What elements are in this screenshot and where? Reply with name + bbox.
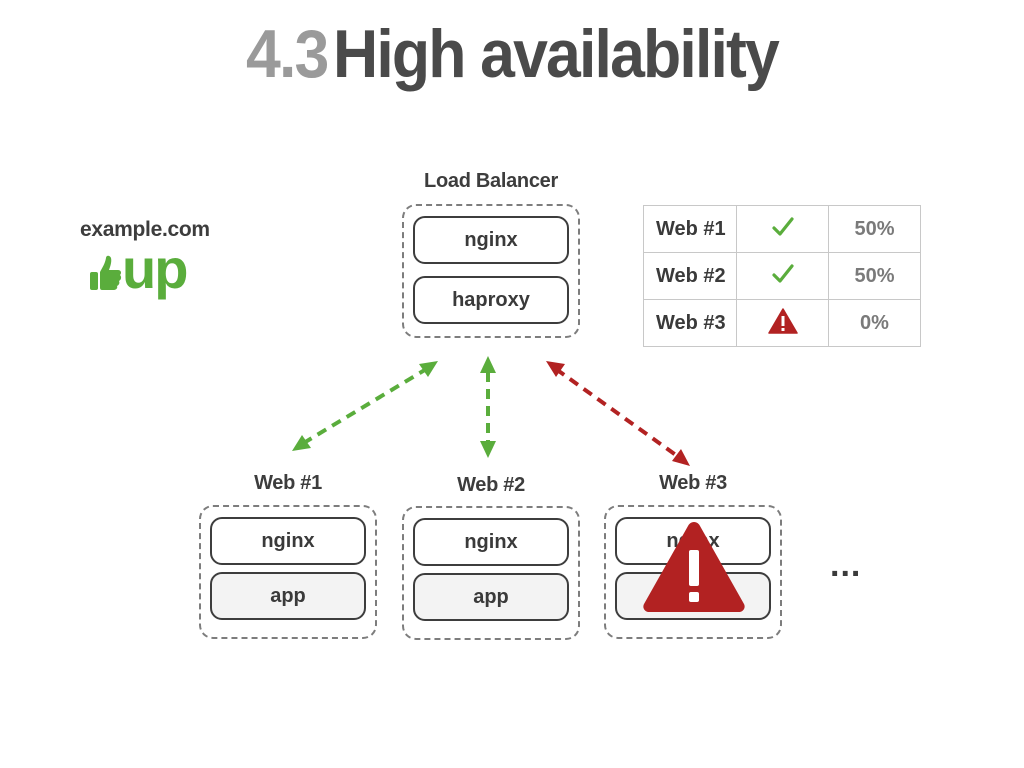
checkmark-icon bbox=[771, 263, 794, 283]
lb-haproxy-box: haproxy bbox=[413, 276, 569, 324]
arrowhead-lb-web-3 bbox=[546, 361, 565, 377]
arrowhead-lb-web-1 bbox=[419, 361, 438, 377]
connection-arrow-web-3 bbox=[554, 367, 682, 460]
more-servers-indicator: ... bbox=[830, 546, 862, 584]
slide-number: 4.3 bbox=[246, 16, 329, 92]
site-status-text: up bbox=[122, 237, 188, 300]
web-1-group: nginx app bbox=[199, 505, 377, 639]
lb-nginx-box: nginx bbox=[413, 216, 569, 264]
table-cell-server: Web #3 bbox=[643, 299, 737, 347]
table-row: Web #3 0% bbox=[643, 299, 921, 347]
site-status: up bbox=[88, 237, 198, 300]
arrowhead-web-1 bbox=[292, 435, 311, 451]
slide-title: 4.3High availability bbox=[41, 14, 983, 94]
web-1-nginx-box: nginx bbox=[210, 517, 366, 565]
connection-arrow-web-1 bbox=[300, 366, 430, 446]
table-cell-server: Web #2 bbox=[643, 252, 737, 300]
web-2-nginx-box: nginx bbox=[413, 518, 569, 566]
table-cell-share: 50% bbox=[828, 252, 921, 300]
table-row: Web #1 50% bbox=[643, 205, 921, 253]
load-balancer-group: nginx haproxy bbox=[402, 204, 580, 338]
table-cell-server: Web #1 bbox=[643, 205, 737, 253]
web-1-label: Web #1 bbox=[254, 472, 322, 494]
arrowhead-lb-web-2 bbox=[480, 356, 496, 373]
load-balancer-label: Load Balancer bbox=[424, 170, 558, 192]
checkmark-icon bbox=[771, 216, 794, 236]
arrowhead-web-2 bbox=[480, 441, 496, 458]
warning-icon bbox=[767, 307, 798, 334]
table-cell-share: 0% bbox=[828, 299, 921, 347]
web-2-app-box: app bbox=[413, 573, 569, 621]
warning-icon bbox=[643, 522, 745, 612]
slide-heading: High availability bbox=[332, 16, 780, 92]
web-3-label: Web #3 bbox=[659, 472, 727, 494]
table-row: Web #2 50% bbox=[643, 252, 921, 300]
thumbs-up-icon bbox=[90, 255, 122, 290]
arrowhead-web-3 bbox=[672, 449, 690, 466]
site-domain: example.com bbox=[80, 218, 210, 241]
web-1-app-box: app bbox=[210, 572, 366, 620]
web-2-label: Web #2 bbox=[457, 474, 525, 496]
table-cell-share: 50% bbox=[828, 205, 921, 253]
traffic-status-table: Web #1 50% Web #2 50% Web #3 0% bbox=[643, 205, 921, 347]
web-2-group: nginx app bbox=[402, 506, 580, 640]
